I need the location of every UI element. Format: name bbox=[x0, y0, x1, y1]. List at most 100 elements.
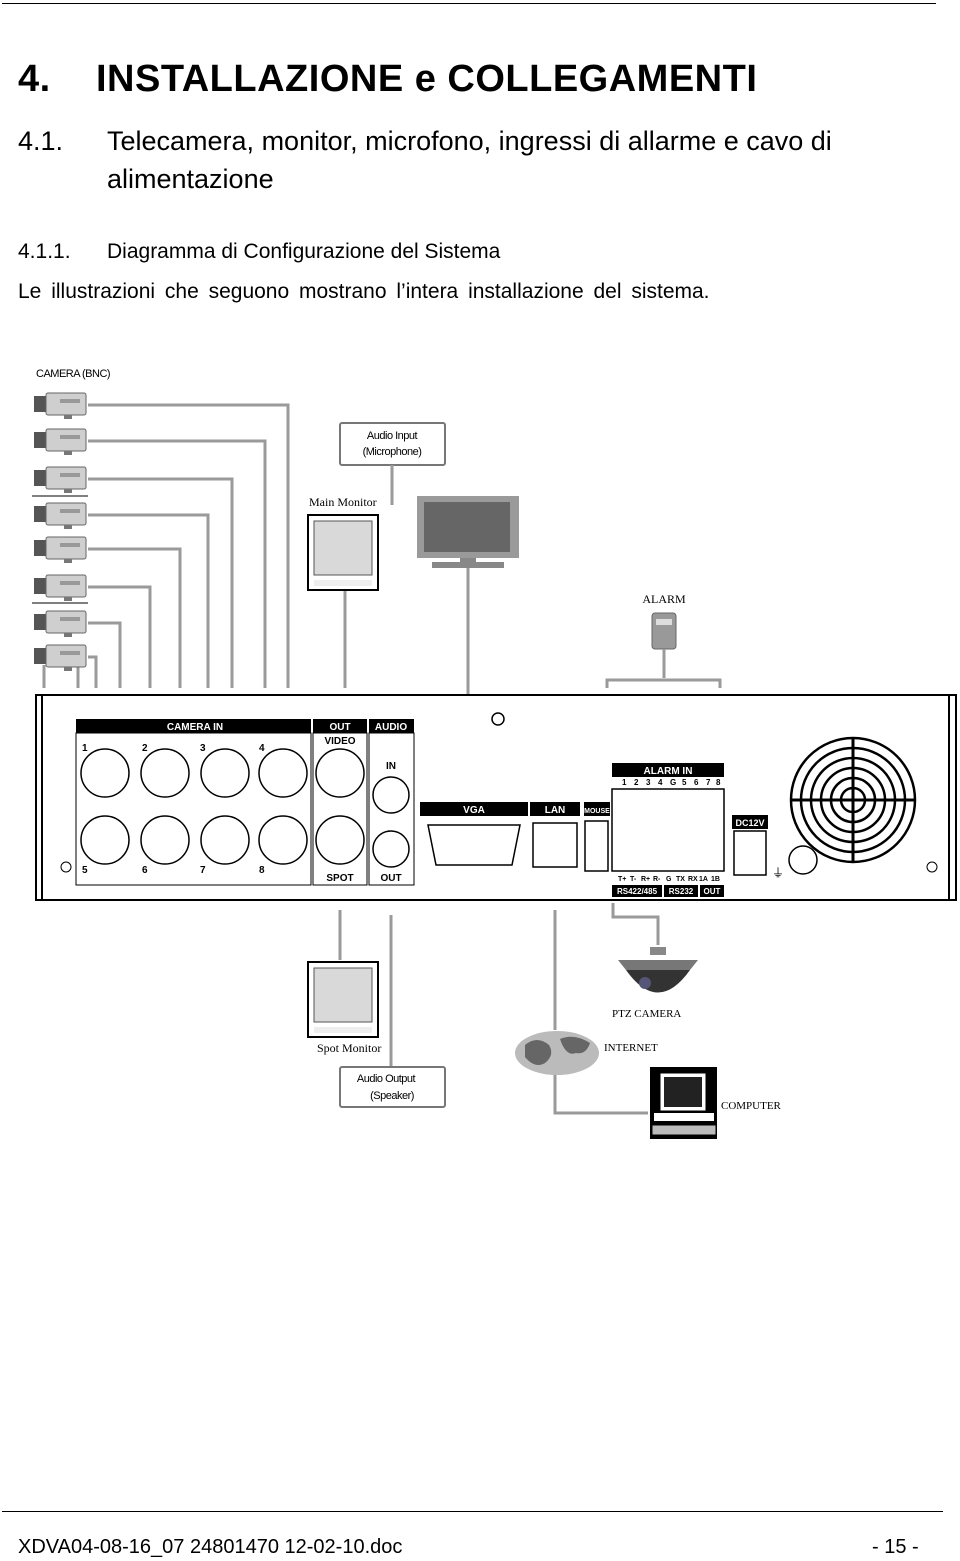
ptz-label: PTZ CAMERA bbox=[612, 1008, 681, 1020]
audio-output-sublabel: (Speaker) bbox=[370, 1090, 414, 1102]
dc-header: DC12V bbox=[735, 818, 764, 828]
camera-icon bbox=[33, 428, 87, 456]
channel-label: 3 bbox=[200, 743, 206, 754]
camera-label: CAMERA (BNC) bbox=[36, 368, 110, 380]
serial-pin: RX bbox=[688, 876, 698, 883]
channel-label: 4 bbox=[259, 743, 265, 754]
chapter-number: 4. bbox=[18, 58, 51, 100]
alarm-number: 8 bbox=[716, 778, 721, 787]
computer-icon bbox=[650, 1067, 717, 1139]
bnc-connector[interactable] bbox=[80, 748, 130, 798]
main-monitor-label: Main Monitor bbox=[309, 495, 377, 509]
chapter-heading: 4. INSTALLAZIONE e COLLEGAMENTI bbox=[18, 58, 757, 101]
spot-label: SPOT bbox=[326, 873, 353, 884]
fan-icon bbox=[789, 736, 917, 864]
channel-label: 2 bbox=[142, 743, 148, 754]
bnc-connector[interactable] bbox=[258, 815, 308, 865]
vga-port[interactable] bbox=[427, 824, 521, 866]
channel-label: 6 bbox=[142, 865, 148, 876]
power-jack[interactable] bbox=[733, 830, 767, 876]
bnc-connector[interactable] bbox=[140, 815, 190, 865]
section-title: Telecamera, monitor, microfono, ingressi… bbox=[107, 126, 832, 194]
chapter-title: INSTALLAZIONE e COLLEGAMENTI bbox=[96, 58, 758, 100]
lan-header: LAN bbox=[545, 805, 566, 816]
video-out-connector[interactable] bbox=[315, 748, 365, 798]
channel-label: 1 bbox=[82, 743, 88, 754]
serial-pin: 1A bbox=[699, 876, 708, 883]
rs485-label: RS422/485 bbox=[617, 887, 658, 896]
computer-label: COMPUTER bbox=[721, 1100, 782, 1112]
audio-output-label: Audio Output bbox=[357, 1073, 416, 1085]
audio-output-box bbox=[339, 1066, 446, 1108]
alarm-number: 2 bbox=[634, 778, 639, 787]
mouse-port[interactable] bbox=[584, 820, 609, 872]
alarm-number: 1 bbox=[622, 778, 627, 787]
mouse-header: MOUSE bbox=[584, 808, 610, 815]
bnc-connector-group bbox=[80, 748, 308, 865]
subsection-heading: 4.1.1. Diagramma di Configurazione del Si… bbox=[18, 240, 500, 264]
audio-input-label: Audio Input bbox=[367, 430, 418, 442]
section-number: 4.1. bbox=[18, 126, 64, 156]
internet-globe-icon bbox=[515, 1031, 599, 1075]
header-rule bbox=[2, 3, 936, 4]
camera-icon bbox=[33, 610, 87, 638]
alarm-number: 7 bbox=[706, 778, 711, 787]
alarm-label: ALARM bbox=[642, 592, 686, 606]
rs232-label: RS232 bbox=[669, 887, 694, 896]
lan-port[interactable] bbox=[532, 822, 578, 868]
alarm-number: 4 bbox=[658, 778, 663, 787]
footer-rule bbox=[2, 1511, 943, 1512]
alarm-input-numbers: 1 2 3 4 G 5 6 7 8 bbox=[622, 778, 721, 787]
serial-pin: TX bbox=[676, 876, 685, 883]
bnc-connector[interactable] bbox=[258, 748, 308, 798]
bnc-connector[interactable] bbox=[200, 748, 250, 798]
spot-out-connector[interactable] bbox=[315, 815, 365, 865]
bnc-connector[interactable] bbox=[140, 748, 190, 798]
camera-icon bbox=[33, 644, 87, 672]
camera-icon bbox=[33, 466, 87, 494]
spot-monitor-label: Spot Monitor bbox=[317, 1041, 381, 1055]
audio-out-connector[interactable] bbox=[372, 830, 410, 868]
alarm-number: G bbox=[670, 778, 676, 787]
serial-pin: T- bbox=[630, 876, 637, 883]
bnc-connector[interactable] bbox=[80, 815, 130, 865]
system-configuration-diagram: CAMERA (BNC) Audio Input (Microphone) Ma… bbox=[32, 368, 957, 1139]
audio-in-connector[interactable] bbox=[372, 776, 410, 814]
serial-pin: 1B bbox=[711, 876, 720, 883]
audio-input-sublabel: (Microphone) bbox=[363, 446, 422, 458]
vga-monitor-icon bbox=[417, 496, 519, 568]
serial-pin-labels: T+ T- R+ R- G TX RX 1A 1B bbox=[618, 876, 720, 883]
internet-label: INTERNET bbox=[604, 1042, 658, 1054]
serial-pin: T+ bbox=[618, 876, 626, 883]
serial-pin: R+ bbox=[641, 876, 650, 883]
subsection-title: Diagramma di Configurazione del Sistema bbox=[107, 240, 501, 263]
audio-out-label: OUT bbox=[380, 873, 401, 884]
alarm-sensor-icon bbox=[651, 612, 677, 650]
lower-cables bbox=[338, 903, 660, 1115]
serial-pin: G bbox=[666, 876, 672, 883]
ptz-camera-icon bbox=[618, 947, 698, 993]
vga-header: VGA bbox=[463, 805, 485, 816]
spot-monitor-icon bbox=[307, 961, 379, 1038]
alarm-number: 3 bbox=[646, 778, 651, 787]
audio-in-label: IN bbox=[386, 761, 396, 772]
audio-header: AUDIO bbox=[375, 722, 407, 733]
channel-label: 5 bbox=[82, 865, 88, 876]
camera-in-header: CAMERA IN bbox=[167, 722, 223, 733]
alarm-in-header: ALARM IN bbox=[644, 766, 693, 777]
document-id: XDVA04-08-16_07 24801470 12-02-10.doc bbox=[18, 1536, 403, 1558]
alarm-number: 5 bbox=[682, 778, 687, 787]
bnc-connector[interactable] bbox=[200, 815, 250, 865]
camera-cables bbox=[42, 403, 290, 688]
alarm-terminal-block[interactable] bbox=[611, 788, 725, 872]
out-header: OUT bbox=[329, 722, 350, 733]
alarm-number: 6 bbox=[694, 778, 699, 787]
main-monitor-icon bbox=[307, 514, 379, 591]
camera-icon bbox=[33, 574, 87, 602]
video-label: VIDEO bbox=[324, 736, 355, 747]
channel-label: 8 bbox=[259, 865, 265, 876]
camera-icon bbox=[33, 536, 87, 564]
subsection-number: 4.1.1. bbox=[18, 240, 71, 263]
page-number: - 15 - bbox=[872, 1536, 919, 1558]
camera-icon bbox=[33, 502, 87, 530]
